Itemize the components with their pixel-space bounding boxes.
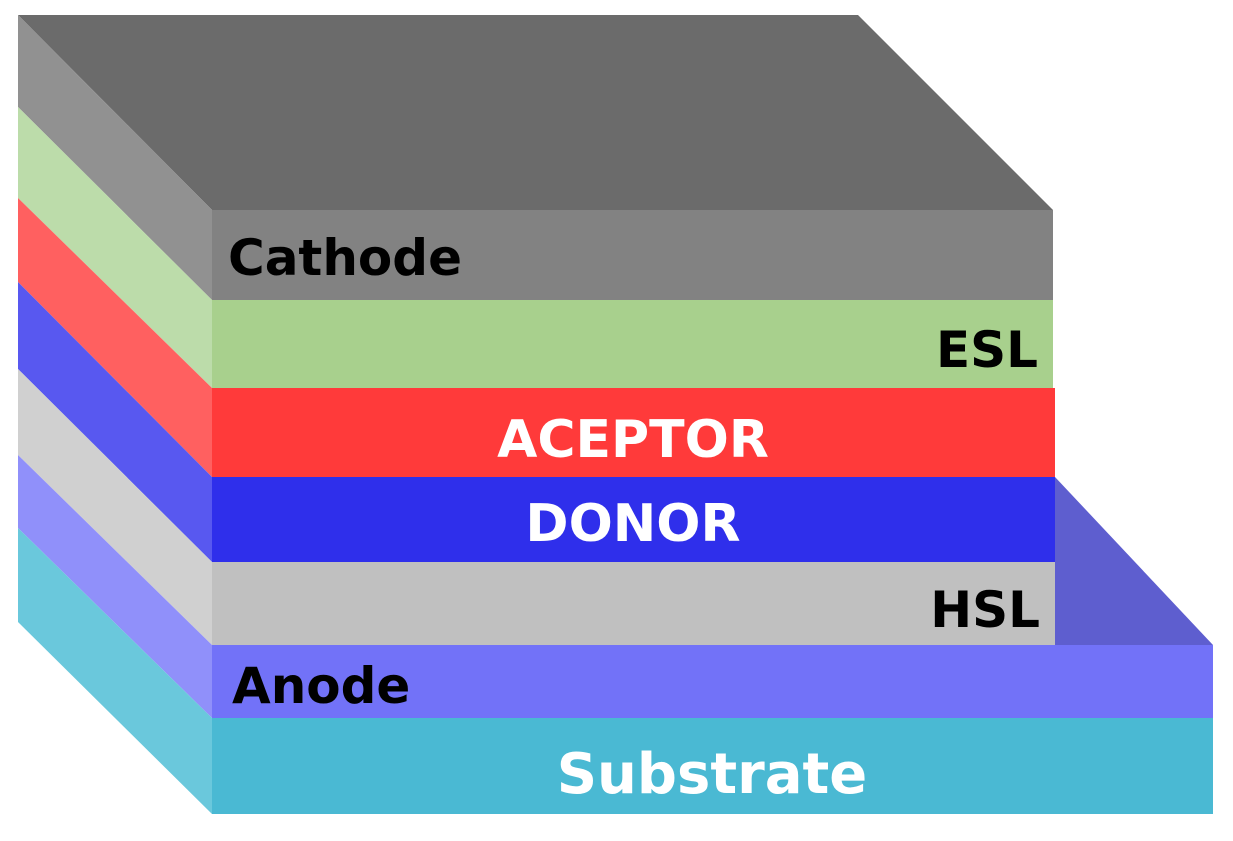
anode-top-face [1055, 477, 1213, 645]
donor-label: DONOR [525, 494, 740, 554]
acceptor-front-face [212, 388, 1055, 477]
cathode-label: Cathode [228, 229, 462, 287]
substrate-label: Substrate [557, 742, 868, 807]
esl-label: ESL [936, 321, 1038, 379]
anode-side-face [18, 455, 212, 718]
cathode-top-face [18, 15, 1053, 210]
hsl-side-face [18, 369, 212, 645]
cathode-front-face [212, 210, 1053, 300]
anode-front-face [212, 645, 1213, 718]
esl-side-face [18, 107, 212, 388]
acceptor-label: ACEPTOR [497, 410, 769, 470]
donor-side-face [18, 282, 212, 562]
hsl-label: HSL [930, 581, 1040, 639]
anode-label: Anode [232, 657, 410, 715]
donor-front-face [212, 477, 1055, 562]
substrate-side-face [18, 528, 212, 814]
hsl-front-face [212, 562, 1055, 645]
substrate-front-face [212, 718, 1213, 814]
esl-front-face [212, 300, 1053, 388]
acceptor-side-face [18, 198, 212, 477]
cathode-side-face [18, 15, 212, 300]
